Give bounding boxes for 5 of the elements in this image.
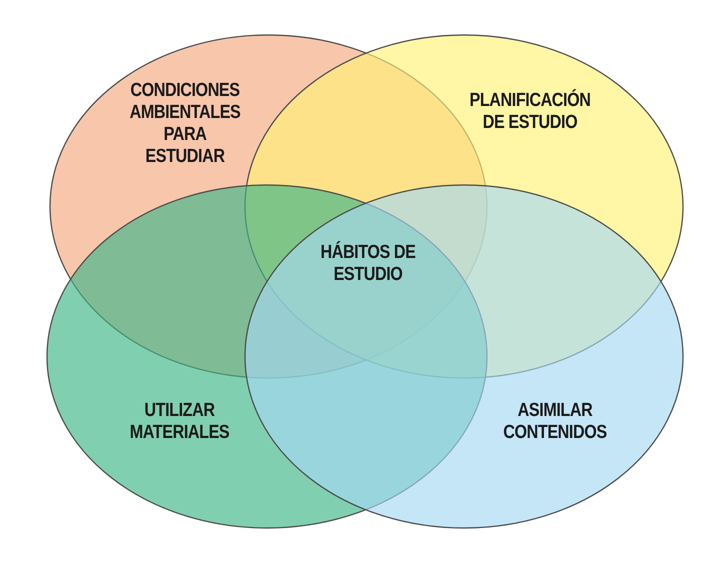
region-label: ASIMILAR CONTENIDOS (502, 400, 608, 444)
region-label: PLANIFICACIÓN DE ESTUDIO (468, 90, 592, 134)
center-label: HÁBITOS DE ESTUDIO (319, 242, 417, 286)
region-label: CONDICIONES AMBIENTALES PARA ESTUDIAR (128, 80, 242, 168)
region-label: UTILIZAR MATERIALES (128, 400, 230, 444)
